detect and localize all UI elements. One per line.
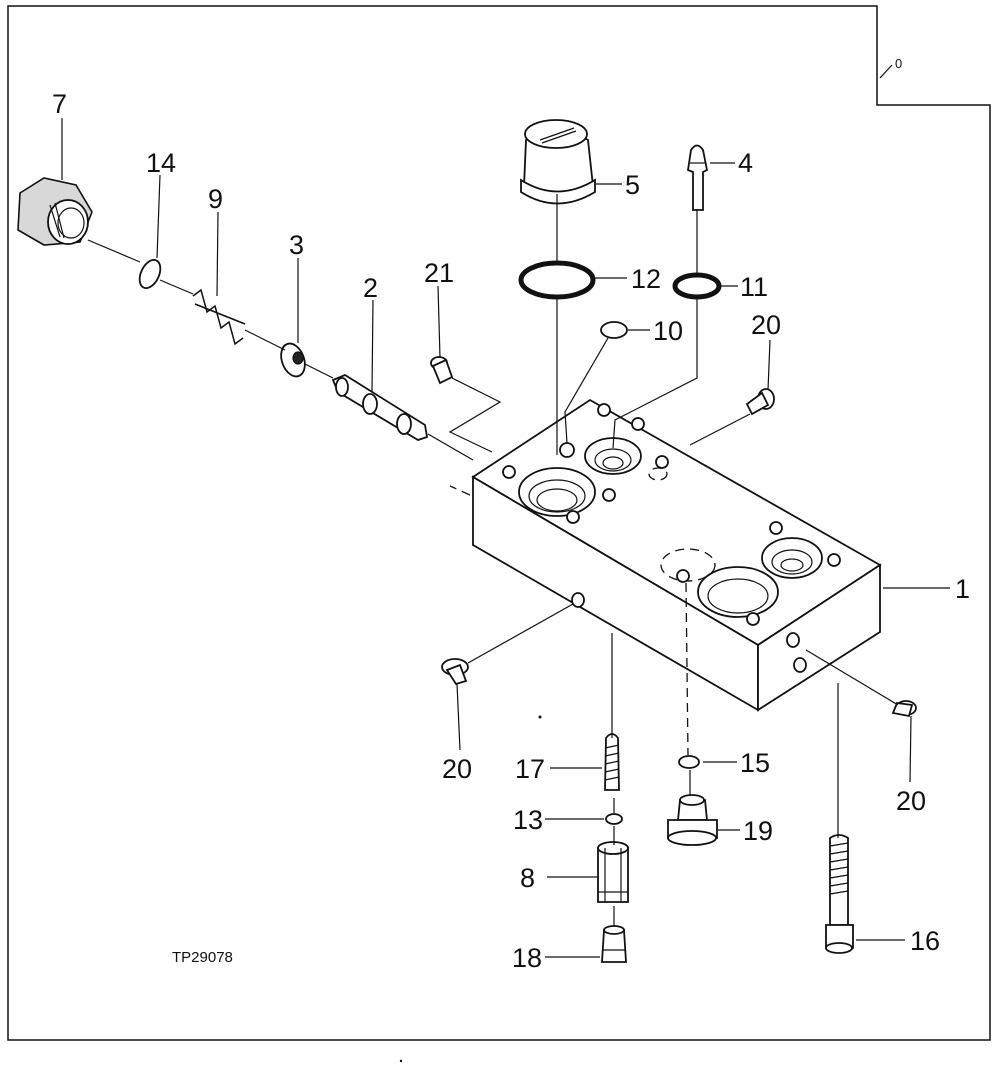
screw-21 — [430, 356, 454, 385]
callout-5: 5 — [625, 170, 640, 200]
spring-9 — [192, 288, 246, 346]
callout-16: 16 — [910, 926, 940, 956]
plug-19 — [667, 794, 718, 846]
callout-15: 15 — [740, 748, 770, 778]
o-ring-12 — [518, 260, 596, 300]
o-ring-11 — [672, 272, 722, 300]
callout-11: 11 — [740, 272, 768, 302]
screw-20-right — [891, 700, 917, 718]
callout-9: 9 — [208, 184, 223, 214]
plug-18 — [601, 925, 627, 963]
ring-13 — [605, 813, 623, 825]
screw-20-left — [441, 658, 469, 686]
corner-mark: 0 — [895, 56, 902, 71]
callout-4: 4 — [738, 148, 753, 178]
leader-lines — [61, 118, 950, 958]
speck-mark — [399, 1059, 403, 1063]
speck-mark — [538, 715, 542, 719]
spool-2 — [331, 373, 429, 441]
callout-7: 7 — [52, 89, 67, 119]
screw-20-top — [745, 388, 775, 416]
callout-2: 2 — [363, 273, 378, 303]
pin-4 — [687, 144, 709, 211]
cap-5 — [520, 119, 596, 205]
callout-12: 12 — [631, 264, 661, 294]
callout-10: 10 — [653, 316, 683, 346]
plug-7 — [17, 177, 93, 246]
valve-body — [471, 398, 882, 712]
o-ring-14 — [138, 258, 162, 290]
callout-20-left: 20 — [442, 754, 472, 784]
callout-18: 18 — [512, 943, 542, 973]
callout-13: 13 — [513, 805, 543, 835]
stud-17 — [604, 733, 620, 791]
o-ring-10 — [600, 321, 628, 339]
callout-20-right: 20 — [896, 786, 926, 816]
callout-17: 17 — [515, 754, 545, 784]
figure-frame — [7, 5, 991, 1041]
callout-19: 19 — [743, 816, 773, 846]
spring-seat-3 — [280, 342, 306, 378]
callout-1: 1 — [955, 574, 970, 604]
corner-mark-line — [879, 64, 893, 79]
o-ring-15 — [678, 755, 700, 769]
callout-8: 8 — [520, 863, 535, 893]
callout-3: 3 — [289, 230, 304, 260]
assembly-lines — [87, 194, 899, 926]
nut-8 — [597, 841, 629, 903]
callout-21: 21 — [424, 258, 454, 288]
callout-14: 14 — [146, 148, 176, 178]
bolt-16 — [825, 834, 854, 954]
callout-20-top: 20 — [751, 310, 781, 340]
figure-reference: TP29078 — [172, 949, 233, 966]
